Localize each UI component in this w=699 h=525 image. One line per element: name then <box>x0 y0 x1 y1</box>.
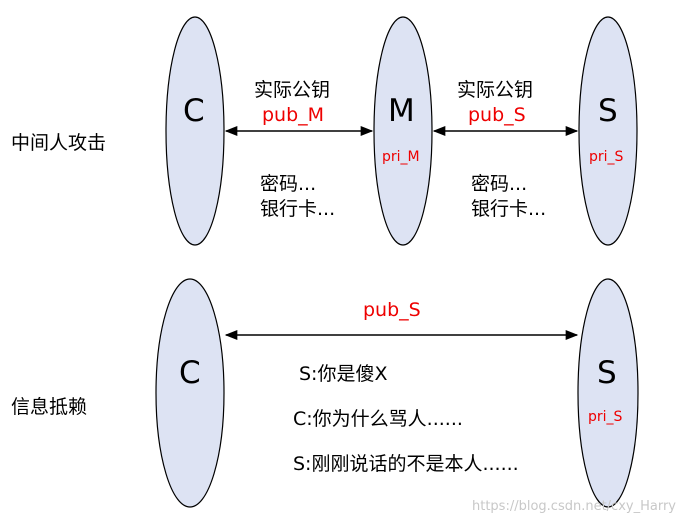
right-data-item: 密码... <box>471 173 528 195</box>
bottom-link-key: pub_S <box>363 299 421 321</box>
left-link-key: pub_M <box>262 104 325 126</box>
repudiation-section-label: 信息抵赖 <box>11 396 88 418</box>
server-node-letter: S <box>598 93 618 129</box>
middle-node-ellipse <box>373 16 433 246</box>
server-node-key: pri_S <box>589 149 624 165</box>
watermark-text: https://blog.csdn.net/cxy_Harry <box>472 499 676 514</box>
right-data-item: 银行卡... <box>471 198 547 220</box>
client-node-ellipse-2 <box>155 278 225 508</box>
right-link-caption: 实际公钥 <box>457 79 534 101</box>
server-node-key-2: pri_S <box>588 409 623 425</box>
server-node-letter-2: S <box>597 355 617 391</box>
server-node-ellipse <box>578 16 638 246</box>
client-node-ellipse <box>165 16 225 246</box>
left-data-item: 密码... <box>260 173 317 195</box>
middle-node-letter: M <box>388 93 415 129</box>
middle-node-key: pri_M <box>382 149 420 165</box>
message-line: S:刚刚说话的不是本人...... <box>293 453 519 475</box>
client-node-letter: C <box>183 93 205 129</box>
message-line: S:你是傻X <box>299 363 388 385</box>
client-node-letter-2: C <box>179 355 201 391</box>
right-link-key: pub_S <box>468 104 526 126</box>
server-node-ellipse-2 <box>577 278 639 508</box>
message-line: C:你为什么骂人...... <box>293 408 463 430</box>
left-data-item: 银行卡... <box>260 198 336 220</box>
left-link-caption: 实际公钥 <box>254 79 331 101</box>
mitm-section-label: 中间人攻击 <box>11 132 107 154</box>
